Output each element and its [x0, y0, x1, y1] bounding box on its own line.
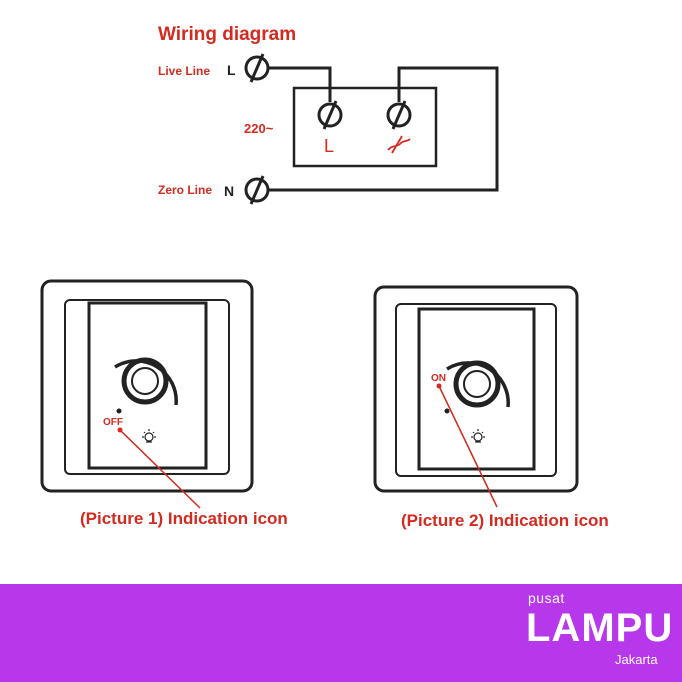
- switch-panel-1: OFF: [40, 279, 254, 509]
- terminal-zero-input: [244, 175, 270, 205]
- pointer-line-1: [117, 427, 201, 509]
- zero-line-label: Zero Line: [158, 183, 212, 197]
- pointer-line-2: [436, 383, 498, 508]
- load-arrow-icon: [387, 135, 411, 154]
- brand-footer: pusat LAMPU Jakarta: [0, 584, 682, 682]
- indicator-led-2: [444, 408, 450, 414]
- diagram-title: Wiring diagram: [158, 24, 296, 45]
- indicator-label-on: ON: [431, 373, 446, 384]
- zero-line-letter: N: [224, 183, 234, 199]
- light-icon-2: [471, 429, 485, 443]
- terminal-dimmer-l: [317, 100, 343, 130]
- brand-top-text: pusat: [528, 590, 565, 606]
- dimmer-knob-1: [114, 357, 178, 406]
- indicator-label-off: OFF: [103, 417, 123, 428]
- terminal-l-label: L: [324, 136, 334, 156]
- brand-logo-name: LAMPU: [526, 606, 674, 650]
- wires: [269, 66, 499, 192]
- terminal-live-input: [244, 53, 270, 83]
- dimmer-knob-2: [446, 360, 510, 408]
- brand-city: Jakarta: [615, 652, 658, 667]
- live-line-label: Live Line: [158, 64, 210, 78]
- terminal-dimmer-load: [386, 100, 412, 130]
- indicator-led-1: [116, 408, 122, 414]
- switch-panel-2: ON: [373, 285, 579, 508]
- caption-picture-1: (Picture 1) Indication icon: [80, 509, 288, 528]
- light-icon-1: [142, 429, 156, 443]
- caption-picture-2: (Picture 2) Indication icon: [401, 511, 609, 530]
- dimmer-module-box: [292, 86, 438, 168]
- voltage-label: 220~: [244, 121, 274, 136]
- live-line-letter: L: [227, 62, 236, 78]
